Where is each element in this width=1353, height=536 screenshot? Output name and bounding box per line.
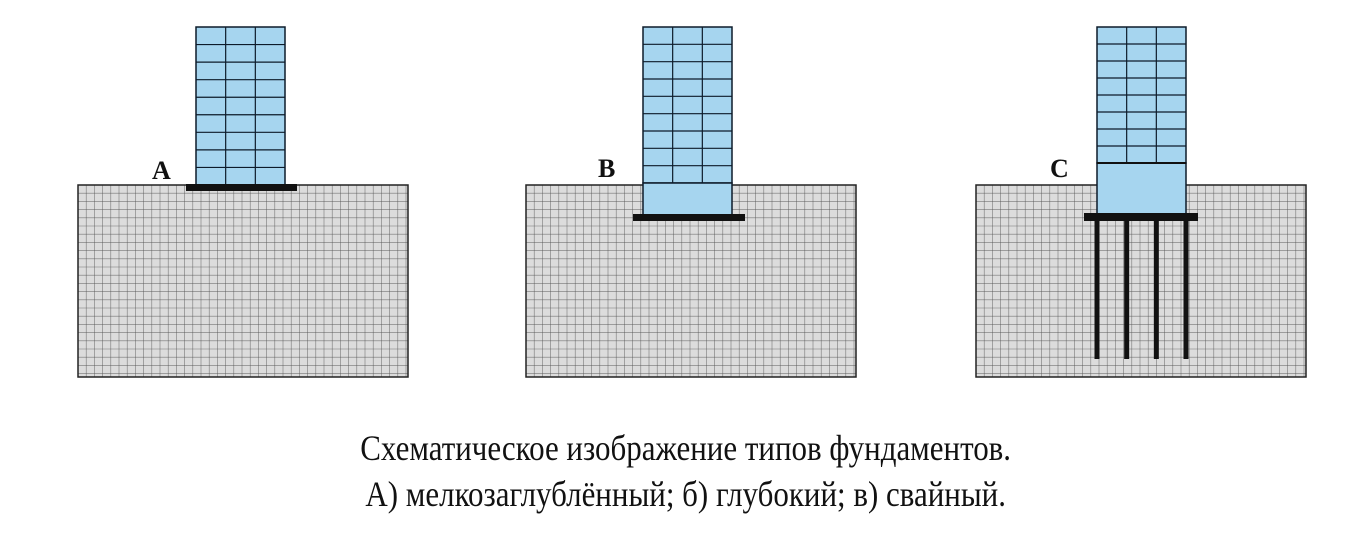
building-column xyxy=(642,26,733,184)
soil-block xyxy=(975,184,1307,378)
figure-caption: Схематическое изображение типов фундамен… xyxy=(0,425,1353,517)
foundation-slab xyxy=(633,214,745,221)
pile xyxy=(1094,219,1100,359)
panel-label-b: B xyxy=(598,154,615,183)
panel-deep-foundation: B xyxy=(525,26,857,378)
pile xyxy=(1183,219,1189,359)
panel-pile-foundation: C xyxy=(975,26,1307,378)
embedded-building-base xyxy=(642,182,733,216)
caption-line-1: Схематическое изображение типов фундамен… xyxy=(360,428,1012,468)
panel-label-a: A xyxy=(152,156,171,185)
foundation-types-diagram: A B C xyxy=(77,26,1307,378)
building-column xyxy=(195,26,286,186)
piles xyxy=(1094,219,1189,359)
pile xyxy=(1124,219,1130,359)
panel-label-c: C xyxy=(1050,154,1069,183)
panel-shallow-foundation: A xyxy=(77,26,409,378)
embedded-building-base xyxy=(1096,162,1187,216)
foundation-slab xyxy=(186,184,297,191)
caption-line-2: А) мелкозаглублённый; б) глубокий; в) св… xyxy=(365,474,1006,514)
building-column xyxy=(1096,26,1187,164)
pile-cap xyxy=(1084,213,1198,221)
soil-block xyxy=(77,184,409,378)
pile xyxy=(1153,219,1159,359)
